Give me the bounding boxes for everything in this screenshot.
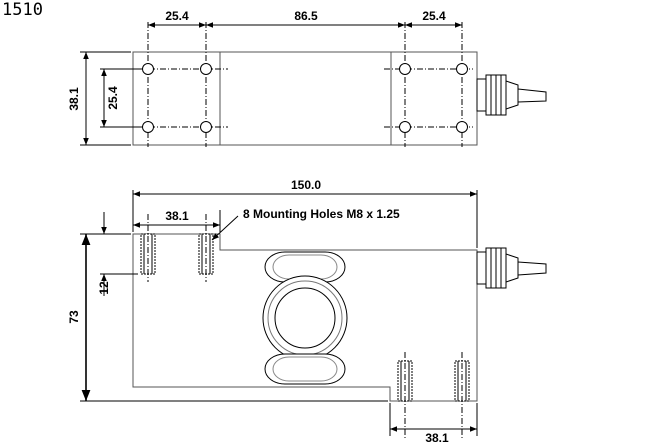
- mounting-hole: [200, 121, 212, 133]
- top-mounting-holes: [142, 63, 468, 133]
- dim-overall-length: 150.0: [291, 178, 321, 192]
- side-cable-gland: [476, 247, 547, 289]
- mounting-hole: [142, 63, 154, 75]
- mounting-hole: [399, 63, 411, 75]
- dim-right-hole-spacing: 25.4: [422, 9, 446, 23]
- top-view-body-outline: [132, 51, 478, 146]
- mounting-note-leader: [211, 215, 239, 241]
- drawing-title: 1510: [2, 0, 43, 20]
- mounting-hole: [399, 121, 411, 133]
- central-cutout: [262, 251, 348, 385]
- mounting-hole: [142, 121, 154, 133]
- mounting-note: 8 Mounting Holes M8 x 1.25: [243, 207, 400, 221]
- side-view-body-outline: [132, 233, 478, 402]
- dim-top-mount-span: 38.1: [165, 209, 189, 223]
- dim-thread-depth: 12: [97, 281, 111, 295]
- dim-height: 73: [67, 310, 81, 324]
- top-view: 25.4 86.5 25.4 38.1 25.4: [67, 9, 547, 147]
- dim-hole-row-spacing: 25.4: [106, 86, 120, 110]
- dim-left-hole-spacing: 25.4: [165, 9, 189, 23]
- mounting-hole: [456, 63, 468, 75]
- dim-center-span: 86.5: [294, 9, 318, 23]
- side-view: 150.0 38.1 8 Mounting Holes M8 x 1.25 12…: [67, 178, 547, 445]
- dim-bottom-mount-span: 38.1: [425, 431, 449, 445]
- mounting-hole: [200, 63, 212, 75]
- dim-width: 38.1: [67, 87, 81, 111]
- top-cable-gland: [476, 74, 547, 116]
- bottom-threaded-holes: [397, 352, 470, 440]
- mounting-hole: [456, 121, 468, 133]
- top-threaded-holes: [140, 214, 214, 282]
